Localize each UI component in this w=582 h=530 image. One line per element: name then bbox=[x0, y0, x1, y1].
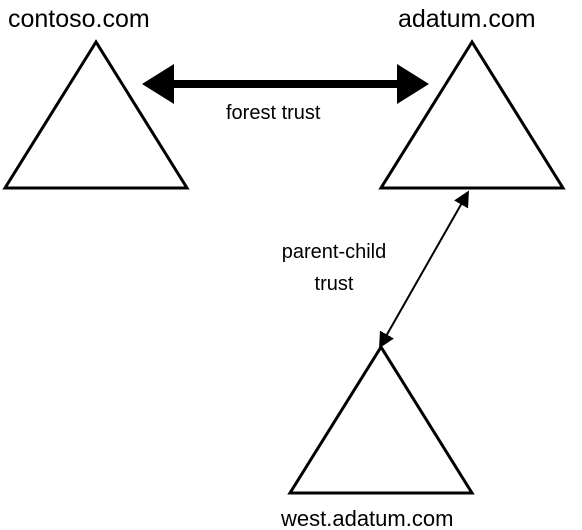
parent-child-trust-label-line1: parent-child bbox=[282, 241, 387, 263]
contoso-domain-label: contoso.com bbox=[8, 5, 150, 33]
contoso-domain-triangle bbox=[2, 39, 190, 190]
parent-child-trust-label-line2: trust bbox=[315, 273, 354, 295]
west-adatum-domain-triangle bbox=[287, 344, 475, 495]
west-adatum-domain: west.adatum.com bbox=[280, 344, 475, 530]
forest-trust-label: forest trust bbox=[226, 102, 321, 124]
adatum-domain-label: adatum.com bbox=[398, 5, 536, 33]
forest-trust: forest trust bbox=[142, 64, 429, 124]
contoso-domain: contoso.com bbox=[2, 5, 190, 190]
adatum-domain-triangle bbox=[378, 39, 566, 190]
west-adatum-domain-label: west.adatum.com bbox=[280, 506, 453, 530]
parent-child-trust-arrow bbox=[379, 190, 469, 349]
adatum-domain: adatum.com bbox=[378, 5, 566, 190]
parent-child-trust: parent-child trust bbox=[282, 190, 469, 349]
